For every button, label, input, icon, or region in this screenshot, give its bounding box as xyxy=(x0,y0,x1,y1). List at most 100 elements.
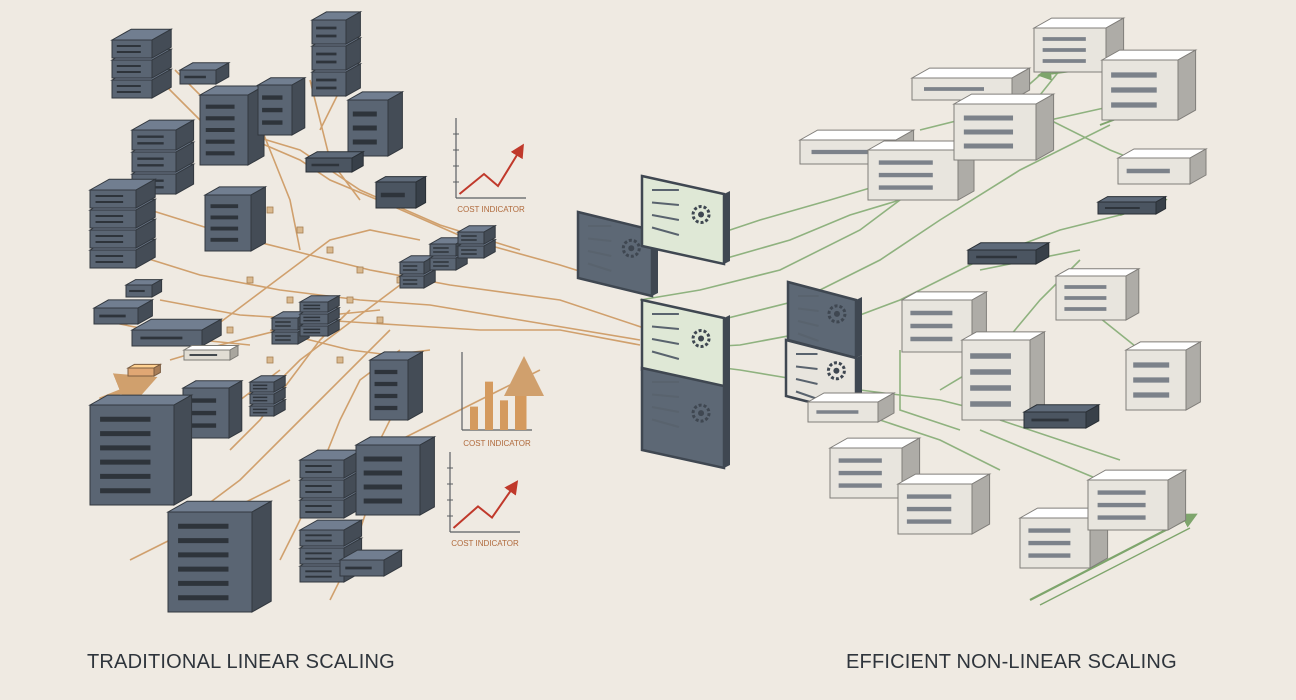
left-section-title: TRADITIONAL LINEAR SCALING xyxy=(87,651,395,673)
efficient-wire xyxy=(649,214,1121,351)
server-unit xyxy=(110,28,174,59)
cost-wire xyxy=(209,229,421,331)
trend-arrow-icon xyxy=(458,143,524,195)
gear-icon xyxy=(621,238,641,258)
cost-wire xyxy=(159,299,641,346)
cost-bar xyxy=(470,406,478,430)
network-switch-icon xyxy=(304,150,366,173)
bar-chart-icon: COST INDICATOR xyxy=(461,352,544,448)
network-switch-icon xyxy=(966,241,1051,265)
gear-icon xyxy=(827,304,847,324)
server-rack-icon xyxy=(88,394,194,506)
network-switch-icon xyxy=(92,299,155,325)
right-section-title: EFFICIENT NON-LINEAR SCALING xyxy=(846,651,1177,673)
cost-indicator-label: COST INDICATOR xyxy=(463,439,531,448)
wire-junction xyxy=(336,356,344,364)
server-rack-icon xyxy=(828,437,922,499)
wire-junction xyxy=(266,206,274,214)
network-switch-icon xyxy=(130,318,224,347)
cost-bar xyxy=(500,400,508,430)
cost-bar xyxy=(515,375,523,430)
server-unit xyxy=(298,519,364,547)
network-switch-icon xyxy=(1116,148,1208,185)
wire-junction xyxy=(266,356,274,364)
efficient-wire xyxy=(999,419,1121,461)
server-unit xyxy=(298,449,364,479)
server-rack-icon xyxy=(181,379,244,439)
server-rack-icon xyxy=(166,500,274,613)
gear-icon xyxy=(691,403,711,423)
wire-junction xyxy=(296,226,304,234)
trend-arrow-icon xyxy=(452,480,519,529)
cost-indicator-label: COST INDICATOR xyxy=(457,205,525,214)
server-rack-icon xyxy=(456,224,498,259)
gear-icon xyxy=(691,205,711,224)
server-rack-icon xyxy=(248,374,288,417)
network-switch-icon xyxy=(374,175,428,209)
server-rack-icon xyxy=(398,254,438,289)
efficient-wire xyxy=(719,199,901,261)
server-unit xyxy=(456,224,498,245)
wire-junction xyxy=(326,246,334,254)
cost-wire xyxy=(259,269,421,401)
dashboard-panel xyxy=(640,174,730,266)
server-rack-icon xyxy=(298,449,364,519)
server-unit xyxy=(248,374,288,393)
wire-junction xyxy=(226,326,234,334)
server-rack-icon xyxy=(88,178,158,269)
network-switch-icon xyxy=(178,61,231,85)
server-rack-icon xyxy=(368,351,425,421)
label-plate xyxy=(182,344,240,361)
cost-chart-top: COST INDICATOR xyxy=(453,118,526,214)
cost-wire xyxy=(279,349,401,561)
wire-junction xyxy=(356,266,364,274)
wire-junction xyxy=(376,316,384,324)
server-rack-icon xyxy=(952,93,1056,161)
label-plate xyxy=(126,363,163,377)
server-unit xyxy=(88,178,158,209)
server-rack-icon xyxy=(338,549,404,577)
efficient-wire xyxy=(899,350,961,431)
server-rack-icon xyxy=(354,436,437,516)
cost-bar xyxy=(485,381,493,430)
cost-indicator-label: COST INDICATOR xyxy=(451,539,519,548)
server-unit xyxy=(298,294,342,313)
dashboard-panel xyxy=(786,280,862,360)
server-rack-icon xyxy=(1086,469,1188,531)
wire-junction xyxy=(286,296,294,304)
server-rack-icon xyxy=(960,331,1047,421)
network-switch-icon xyxy=(124,278,164,298)
server-unit xyxy=(310,11,363,45)
cost-wire xyxy=(309,79,361,201)
network-switch-icon xyxy=(1096,195,1168,215)
server-rack-icon xyxy=(896,473,992,535)
server-rack-icon xyxy=(298,294,342,337)
cost-wire xyxy=(199,329,391,511)
gear-icon xyxy=(826,361,846,381)
growth-arrow-shadow xyxy=(1039,527,1191,606)
server-rack-icon xyxy=(110,28,174,99)
cost-chart-bottom: COST INDICATOR xyxy=(447,452,520,548)
network-switch-icon xyxy=(806,392,896,423)
device-layer xyxy=(88,11,1208,613)
server-rack-icon xyxy=(130,119,196,195)
server-rack-icon xyxy=(310,11,363,97)
wire-junction xyxy=(246,276,254,284)
cost-wire xyxy=(119,249,641,341)
dashboard-panel xyxy=(640,298,730,390)
server-rack-icon xyxy=(256,76,307,136)
server-rack-icon xyxy=(1124,341,1203,411)
server-rack-icon xyxy=(346,91,405,157)
server-rack-icon xyxy=(203,186,268,252)
server-rack-icon xyxy=(198,85,266,166)
gear-icon xyxy=(691,329,711,348)
server-rack-icon xyxy=(1054,267,1141,321)
server-rack-icon xyxy=(1100,49,1198,121)
cost-indicator-charts: COST INDICATOR COST INDICATOR COST INDICAT… xyxy=(447,118,544,548)
wire-junction xyxy=(346,296,354,304)
network-switch-icon xyxy=(1022,403,1101,429)
server-unit xyxy=(130,119,196,151)
dashboard-panel xyxy=(640,366,730,470)
